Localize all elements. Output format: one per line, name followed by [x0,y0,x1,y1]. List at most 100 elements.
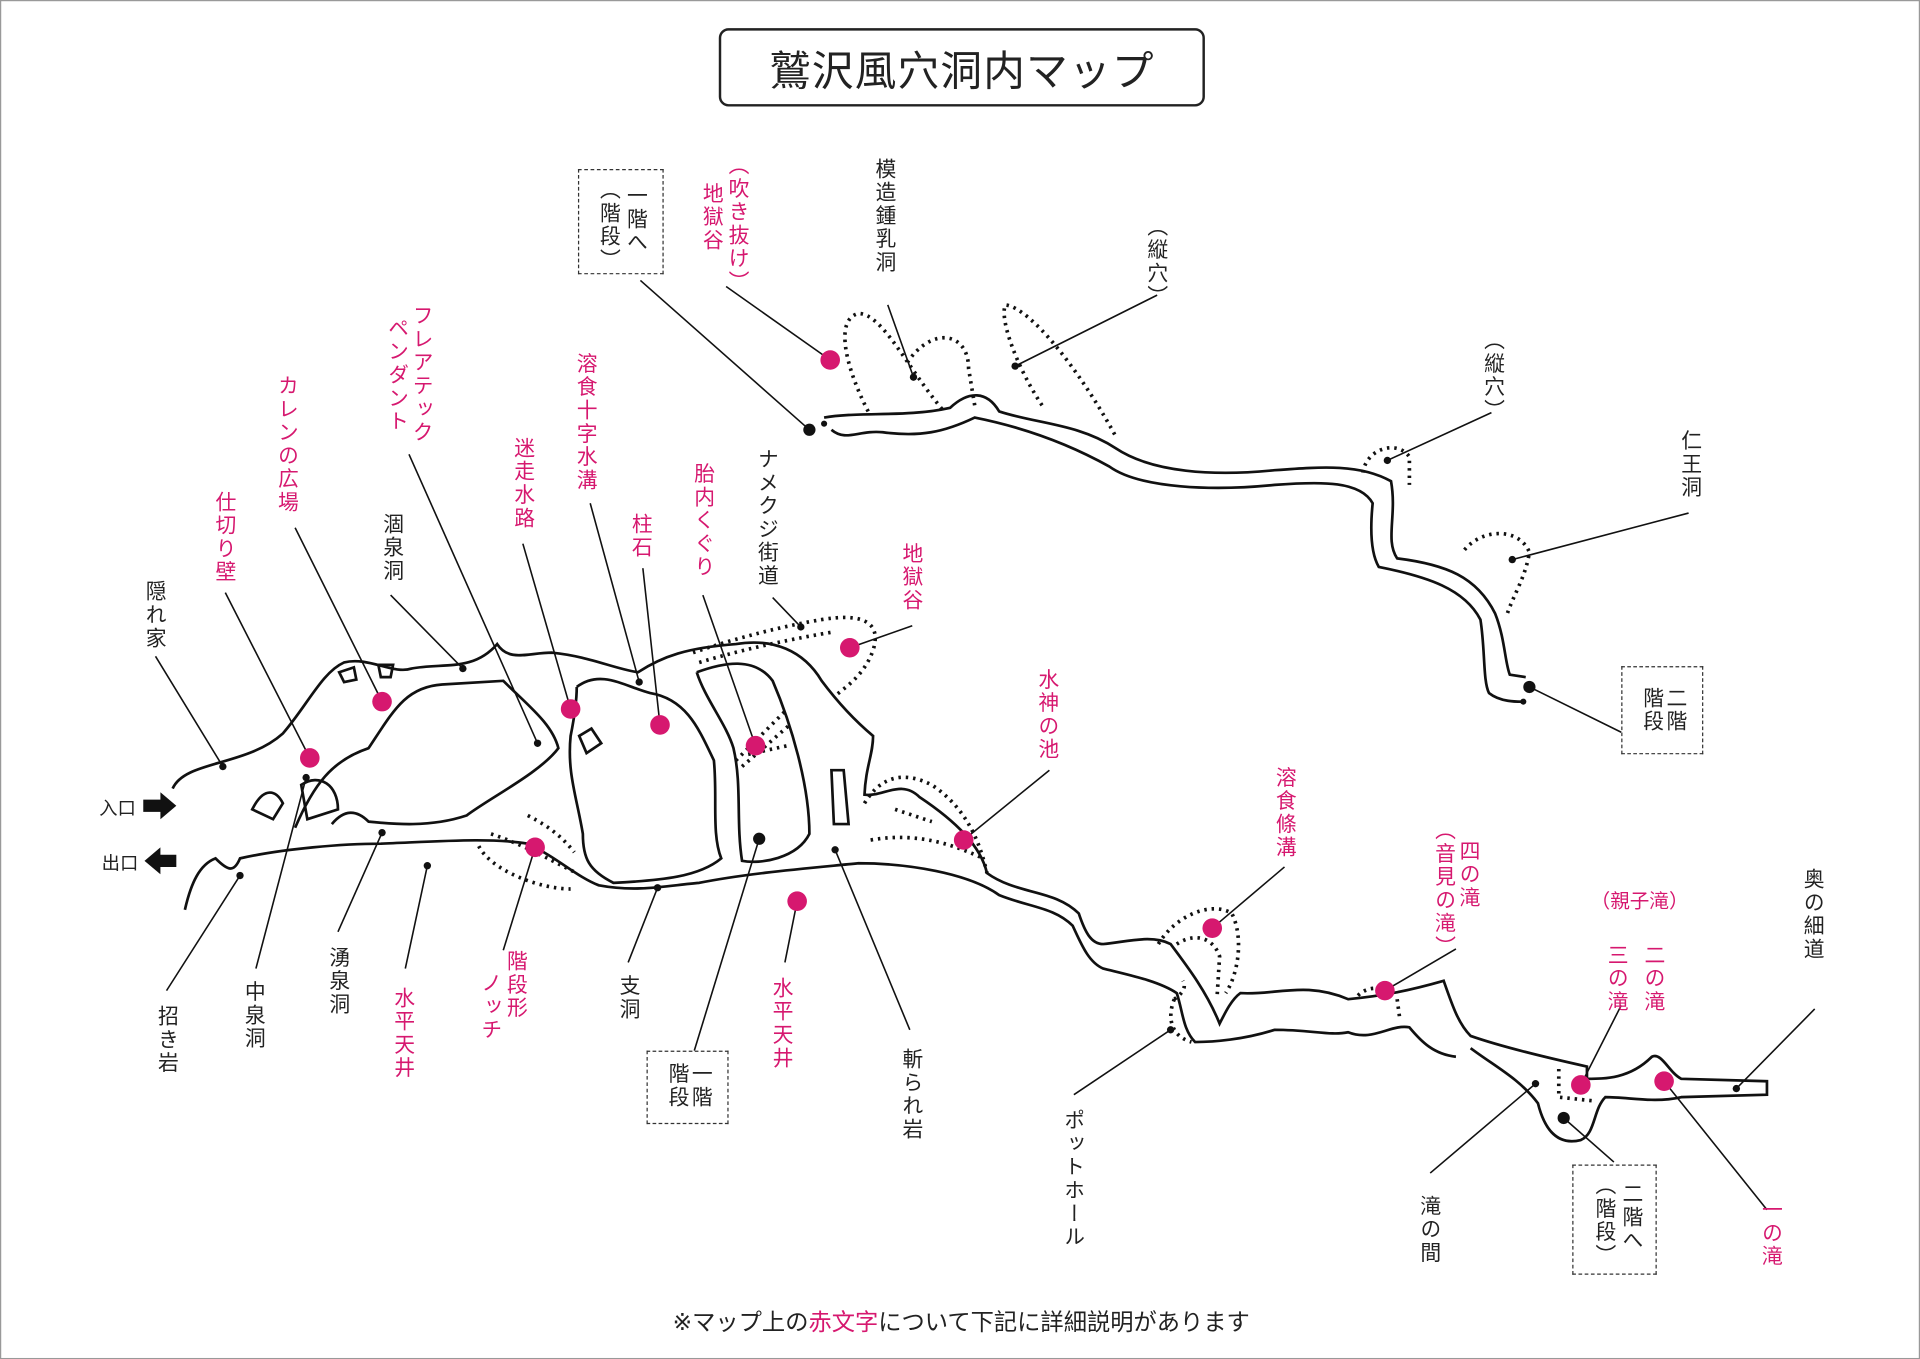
label-fukinuke: （吹き抜け） [723,154,749,294]
upper-passage-bottom [830,416,1526,704]
label-shido: 支洞 [614,974,640,1022]
dotted-oyako [1556,1068,1594,1103]
main-cave-top [171,641,1769,1143]
dotted-namekuji [692,615,877,699]
stairs-box-1f-lower [646,1050,729,1125]
label-stairs-2f-right: 二階 [1661,686,1687,734]
marker-jigokudani-fukinuke[interactable] [820,350,841,370]
label-suijin: 水神の池 [1033,668,1058,762]
label-stairs-2f-sub: （階段） [1590,1174,1616,1268]
label-suihei-1: 水平天井 [389,986,414,1081]
label-oku-no-hosomichi: 奥の細道 [1798,868,1824,962]
label-kosendo: 涸泉洞 [378,513,403,583]
footer-highlight: 赤文字 [808,1308,879,1336]
label-karen: カレンの広場 [273,374,298,515]
rock-2 [376,663,395,679]
black-markers [219,362,1741,1125]
marker-meiso[interactable] [560,699,581,719]
footer-note: ※マップ上の赤文字について下記に詳細説明があります [1,1304,1920,1337]
dotted-pothole [1169,979,1193,1044]
arrow-right-icon [143,792,177,820]
label-jigokudani-upper: 地獄谷 [697,182,723,253]
marker-yon-no-taki[interactable] [1375,980,1395,1001]
label-entrance: 入口 [99,797,136,820]
marker-ni-san-no-taki[interactable] [1571,1075,1591,1095]
inner-wall-1 [293,679,560,829]
label-jigokudani: 地獄谷 [897,542,923,613]
label-shikiri: 仕切り壁 [210,491,236,585]
label-otomi-no-taki: （音見の滝） [1430,819,1455,959]
label-exit: 出口 [101,852,139,875]
label-yusendo: 湧泉洞 [324,946,349,1017]
stairs-box-2f-lower [1572,1164,1657,1275]
label-meiso: 迷走水路 [509,437,534,531]
label-ichi-no-taki: 一の滝 [1757,1198,1782,1269]
label-stairs-1f-lower-sub: 階段 [663,1062,689,1110]
cave-outline [171,394,1769,1143]
marker-yoshoku-jokou[interactable] [1202,918,1223,938]
label-pothole: ポットホール [1059,1109,1084,1249]
dotted-boundaries [477,302,1594,1103]
dotted-notch [477,813,578,891]
rock-5 [299,778,340,821]
marker-tainai[interactable] [745,735,766,756]
label-kirare: 斬られ岩 [897,1048,923,1142]
footer-suffix: について下記に詳細説明があります [878,1308,1250,1336]
stairs-box-1f-top [577,168,664,275]
dotted-mozo [905,335,977,406]
label-san-no-taki: 三の滝 [1602,944,1628,1014]
label-suihei-2: 水平天井 [767,977,793,1071]
dotted-tateana [1002,302,1118,437]
label-kakurega: 隠れ家 [140,580,166,651]
arrow-left-icon [144,847,177,875]
rock-3 [577,726,604,756]
dotted-yon [1356,986,1402,1018]
label-niodo: 仁王洞 [1676,429,1701,500]
label-yoshoku-jokou: 溶食條溝 [1271,766,1296,860]
dotted-namekuji-2 [698,630,835,665]
main-cave-bottom [183,838,1457,1059]
marker-chuseki[interactable] [650,715,670,735]
leader-lines [154,279,1816,1211]
marker-notch[interactable] [525,837,545,858]
stairs-box-2f-right [1621,666,1704,755]
label-stairs-1f-sub: （階段） [595,178,620,272]
label-namekuji: ナメクジ街道 [753,448,778,588]
label-stairs-2f: 二階へ [1617,1182,1643,1253]
marker-karen[interactable] [372,691,392,712]
marker-ichi-no-taki[interactable] [1654,1071,1674,1092]
label-tainai: 胎内くぐり [689,462,714,580]
dotted-tateana-2 [1361,445,1412,485]
marker-suijin[interactable] [953,830,974,850]
label-kaidankei: 階段形 [502,950,527,1021]
label-tateana-2: （縦穴） [1479,329,1504,423]
red-markers [300,350,1674,1095]
dotted-niodo [1463,531,1532,615]
dotted-tainai [734,710,793,768]
inner-wall-2 [568,677,723,885]
marker-jigokudani[interactable] [840,637,860,658]
pillar-stone [830,768,851,826]
label-ni-no-taki: 二の滝 [1639,944,1665,1014]
label-mozo-shonyudo: 模造鍾乳洞 [870,157,896,275]
label-chusendo: 中泉洞 [240,980,265,1051]
label-yon-no-taki: 四の滝 [1454,840,1480,910]
label-stairs-1f: 一階へ [622,184,647,255]
footer-prefix: ※マップ上の [672,1308,809,1336]
marker-suihei-2[interactable] [787,891,807,912]
dotted-fukinuke [843,311,946,413]
rock-4 [250,791,285,821]
map-title: 鷲沢風穴洞内マップ [718,28,1205,107]
rock-1 [337,665,358,684]
label-pendant: ペンダント [383,317,408,434]
label-taki-no-ma: 滝の間 [1415,1195,1441,1265]
label-tateana-1: （縦穴） [1142,215,1167,309]
label-stairs-2f-right-sub: 階段 [1638,686,1663,734]
label-oyako: （親子滝） [1590,888,1689,913]
label-yoshoku-juji: 溶食十字水溝 [571,352,597,493]
marker-shikiri[interactable] [300,748,320,768]
dotted-yoshoku-jokou [1156,907,1241,996]
